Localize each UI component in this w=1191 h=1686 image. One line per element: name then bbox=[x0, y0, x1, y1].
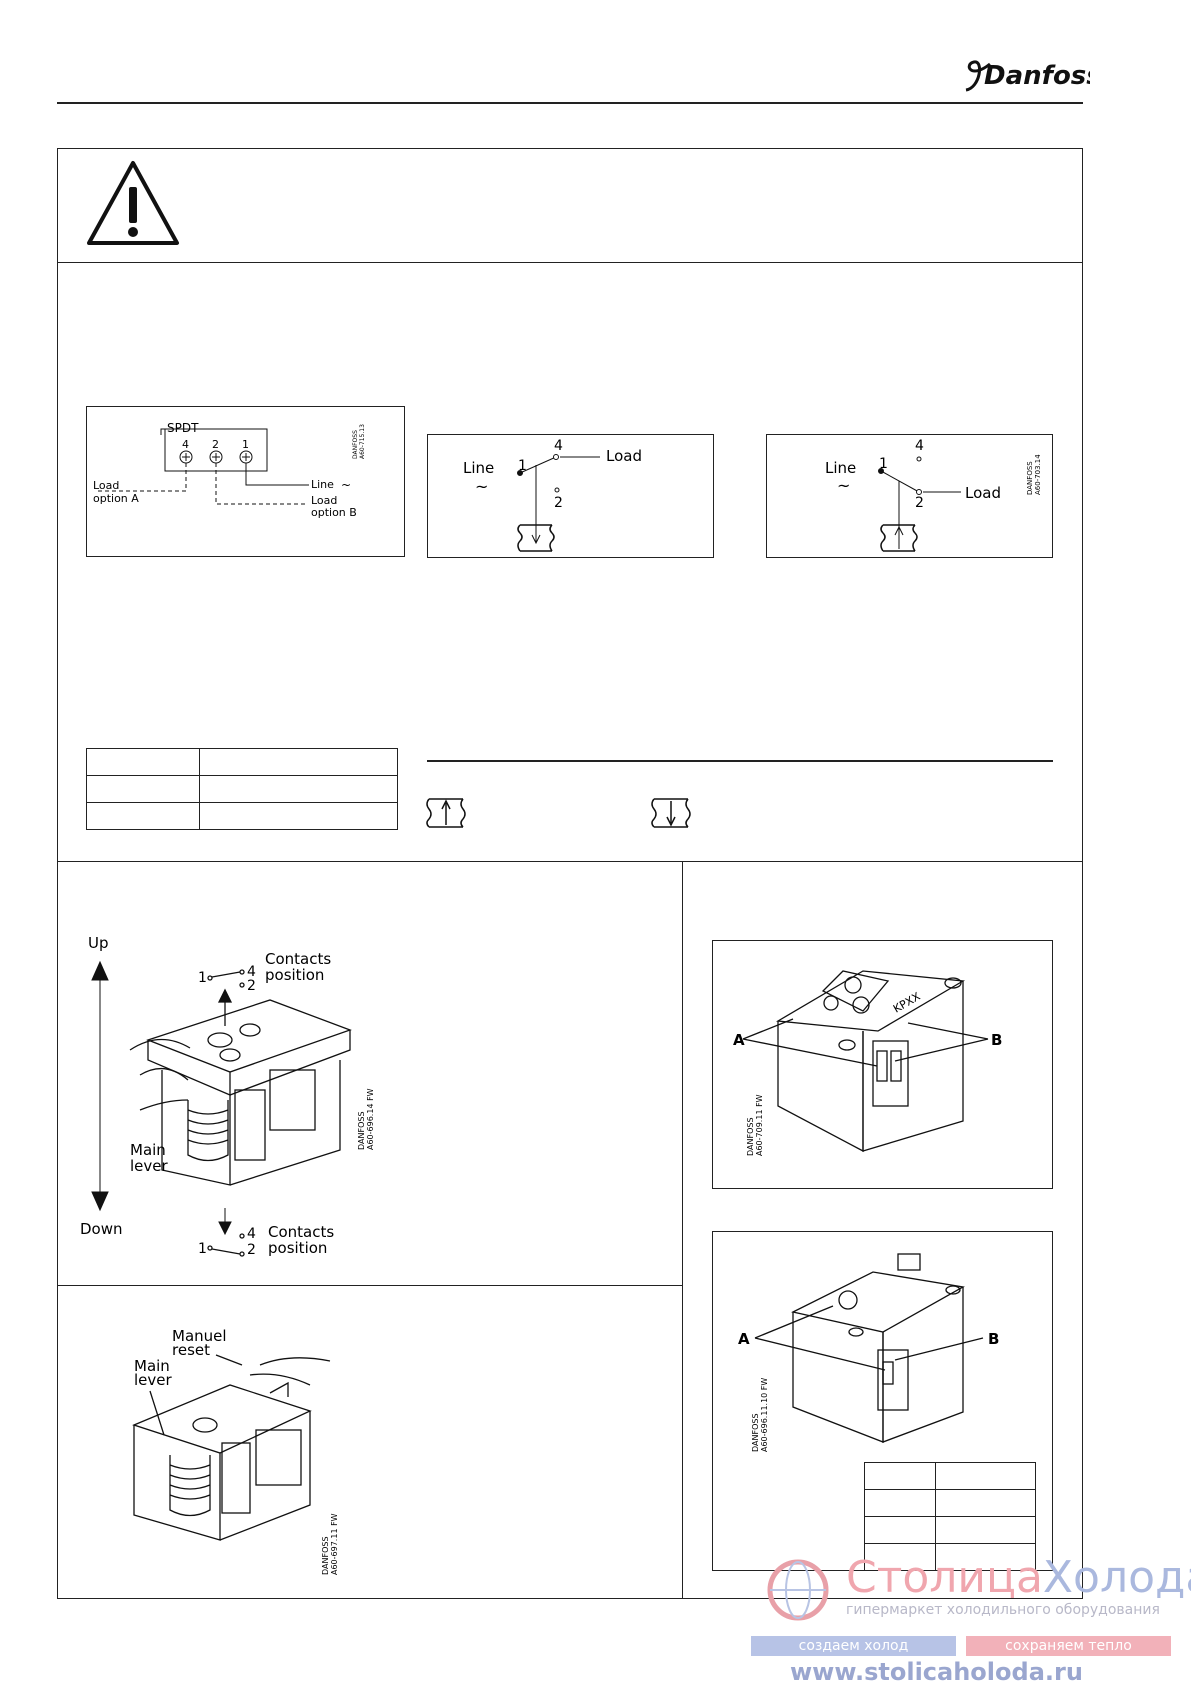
t4-label: 4 bbox=[554, 438, 563, 454]
window-figure-1: A B KPXX DANFOSS A60-709.11 FW bbox=[712, 940, 1053, 1189]
down-label: Down bbox=[80, 1220, 123, 1238]
t1-label-right: 1 bbox=[879, 456, 888, 472]
test-code-1: DANFOSS bbox=[357, 1111, 366, 1150]
load-label: Load bbox=[606, 447, 642, 465]
watermark-subtitle: гипермаркет холодильного оборудования bbox=[846, 1602, 1160, 1618]
contacts-top-1: Contacts bbox=[265, 950, 331, 968]
fig1-code-1: DANFOSS bbox=[746, 1117, 755, 1156]
reset-lever-2: lever bbox=[134, 1371, 173, 1389]
globe-icon bbox=[767, 1559, 829, 1621]
danfoss-logo: Danfoss bbox=[960, 50, 1102, 98]
brand-text: Danfoss bbox=[984, 61, 1090, 91]
settings-table-left bbox=[86, 748, 398, 830]
top-t2: 2 bbox=[247, 978, 256, 994]
spdt-code-2: A60-715.13 bbox=[359, 424, 366, 459]
fig1-code-2: A60-709.11 FW bbox=[755, 1094, 764, 1156]
contacts-top-2: position bbox=[265, 966, 324, 984]
fig2-code-2: A60-696.11.10 FW bbox=[760, 1378, 769, 1452]
top-t1: 1 bbox=[198, 970, 207, 986]
fig2-a-label: A bbox=[738, 1330, 750, 1348]
bellows-up-icon bbox=[426, 798, 466, 828]
spdt-code-1: DANFOSS bbox=[352, 430, 359, 459]
bottom-t4: 4 bbox=[247, 1226, 256, 1242]
bellows-down-icon bbox=[651, 798, 691, 828]
t1-label: 1 bbox=[518, 458, 527, 474]
contacts-bottom-1: Contacts bbox=[268, 1223, 334, 1241]
reset-lever-1: Main bbox=[134, 1357, 170, 1375]
reset-code-2: A60-697.11 FW bbox=[330, 1513, 339, 1575]
svg-text:~: ~ bbox=[837, 476, 850, 495]
reset-code-1: DANFOSS bbox=[321, 1536, 330, 1575]
manual-test-illustration: Up Down Contacts position 1 4 2 Main lev… bbox=[80, 934, 375, 1258]
ac-symbol: ~ bbox=[341, 478, 351, 492]
contacts-bottom-2: position bbox=[268, 1239, 327, 1257]
manual-reset-illustration: Manuel reset Main lever DANFOSS A60-697.… bbox=[132, 1327, 339, 1575]
spdt-terminal-diagram: SPDT 4 2 1 Load option A Line ~ Load opt… bbox=[86, 406, 405, 557]
svg-text:~: ~ bbox=[475, 477, 488, 496]
spdt-title: SPDT bbox=[167, 421, 199, 435]
t2-label: 2 bbox=[554, 495, 563, 511]
watermark-slogan-b: сохраняем тепло bbox=[966, 1636, 1171, 1656]
right-code-2: A60-703.14 bbox=[1034, 454, 1042, 495]
watermark-url: www.stolicaholoda.ru bbox=[790, 1658, 1083, 1686]
main-lever-1: Main bbox=[130, 1141, 166, 1159]
test-code-2: A60-696.14 FW bbox=[366, 1088, 375, 1150]
load-b-line1: Load bbox=[311, 494, 337, 507]
terminal-4-label: 4 bbox=[182, 438, 189, 451]
fig1-model: KPXX bbox=[891, 990, 923, 1016]
terminal-1-label: 1 bbox=[242, 438, 249, 451]
watermark-title-a: Столица bbox=[846, 1552, 1043, 1603]
spdt-line-label: Line bbox=[311, 478, 334, 491]
t2-label-right: 2 bbox=[915, 495, 924, 511]
fig2-b-label: B bbox=[988, 1330, 999, 1348]
warning-icon bbox=[87, 161, 179, 245]
up-label: Up bbox=[88, 934, 109, 952]
watermark-title-b: Холода bbox=[1042, 1552, 1191, 1603]
main-lever-2: lever bbox=[130, 1157, 169, 1175]
load-label-right: Load bbox=[965, 484, 1001, 502]
t4-label-right: 4 bbox=[915, 438, 924, 454]
section-rule bbox=[427, 760, 1053, 762]
fig1-a-label: A bbox=[733, 1031, 745, 1049]
reset-label-2: reset bbox=[172, 1341, 210, 1359]
terminal-2-label: 2 bbox=[212, 438, 219, 451]
fig2-code-1: DANFOSS bbox=[751, 1413, 760, 1452]
window-figure-2: A B DANFOSS A60-696.11.10 FW bbox=[712, 1231, 1053, 1571]
windows-section bbox=[682, 861, 1083, 1599]
line-label: Line bbox=[463, 459, 494, 477]
line-label-right: Line bbox=[825, 459, 856, 477]
settings-table-right bbox=[864, 1462, 1036, 1571]
warning-section bbox=[57, 148, 1083, 263]
watermark: СтолицаХолода гипермаркет холодильного о… bbox=[751, 1550, 1191, 1686]
right-code-1: DANFOSS bbox=[1026, 461, 1034, 495]
header-rule bbox=[57, 102, 1083, 104]
fig1-b-label: B bbox=[991, 1031, 1002, 1049]
bottom-t2: 2 bbox=[247, 1242, 256, 1258]
top-t4: 4 bbox=[247, 964, 256, 980]
reset-label-1: Manuel bbox=[172, 1327, 227, 1345]
bottom-t1: 1 bbox=[198, 1241, 207, 1257]
watermark-slogan-a: создаем холод bbox=[751, 1636, 956, 1656]
contact-diagram-right: Line ~ 1 4 2 Load DANFOSS A60-703.14 bbox=[766, 434, 1053, 558]
load-a-line1: Load bbox=[93, 479, 119, 492]
load-b-line2: option B bbox=[311, 506, 357, 519]
load-a-line2: option A bbox=[93, 492, 139, 505]
contact-diagram-left: Line ~ 1 4 2 Load bbox=[427, 434, 714, 558]
